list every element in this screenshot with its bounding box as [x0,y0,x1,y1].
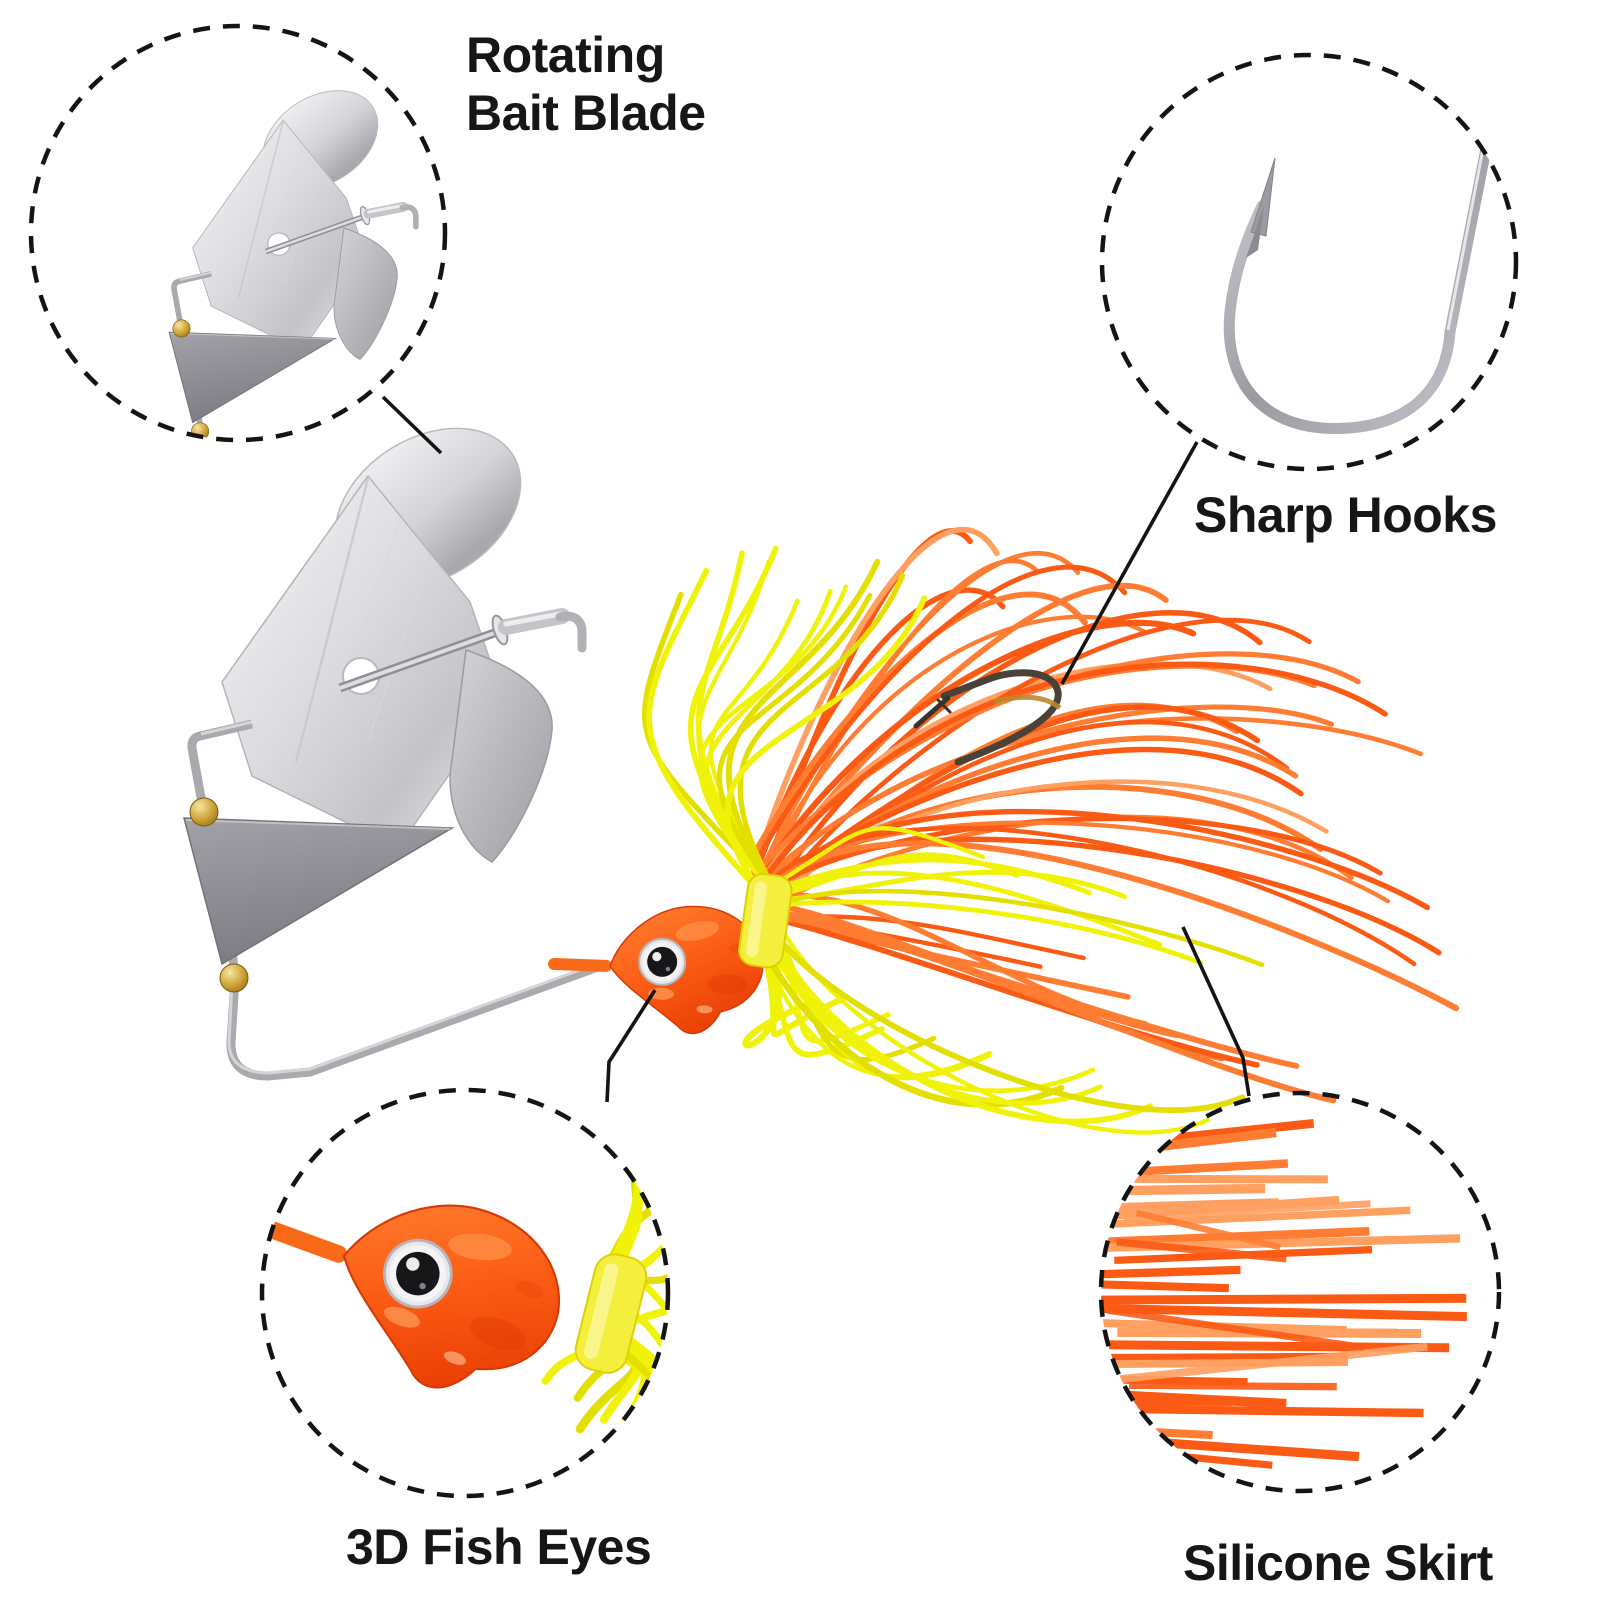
leader-line-hook [1060,441,1199,685]
callout-circles [28,23,1519,1499]
label-silicone-skirt: Silicone Skirt [1183,1535,1493,1591]
callout-content-skirt [1101,1119,1468,1479]
skirt-strands-orange [745,526,1460,1104]
skirt-collar [738,872,793,969]
leader-line-eye [605,989,657,1103]
buzzbait-lure [184,396,1460,1135]
lure-head [544,900,766,1037]
label-sharp-hooks: Sharp Hooks [1194,487,1497,543]
label-3d-fish-eyes: 3D Fish Eyes [346,1519,652,1575]
sharp-hook-in-skirt [913,669,1062,766]
callout-circle-blade [28,23,448,443]
leader-line-blade [381,395,443,455]
bait-blade-main [184,396,606,1076]
callout-circle-skirt [1098,1090,1502,1494]
leader-line-skirt [1181,926,1251,1097]
callout-circle-eye [259,1087,671,1499]
callout-content-hook [1223,82,1504,434]
callout-content-blade [169,70,431,492]
label-rotating-bait-blade-line2: Bait Blade [466,85,706,141]
callout-circle-hook [1099,52,1519,472]
label-rotating-bait-blade: Rotating Bait Blade [466,26,706,142]
label-rotating-bait-blade-line1: Rotating [466,27,665,83]
leader-lines [381,395,1251,1103]
